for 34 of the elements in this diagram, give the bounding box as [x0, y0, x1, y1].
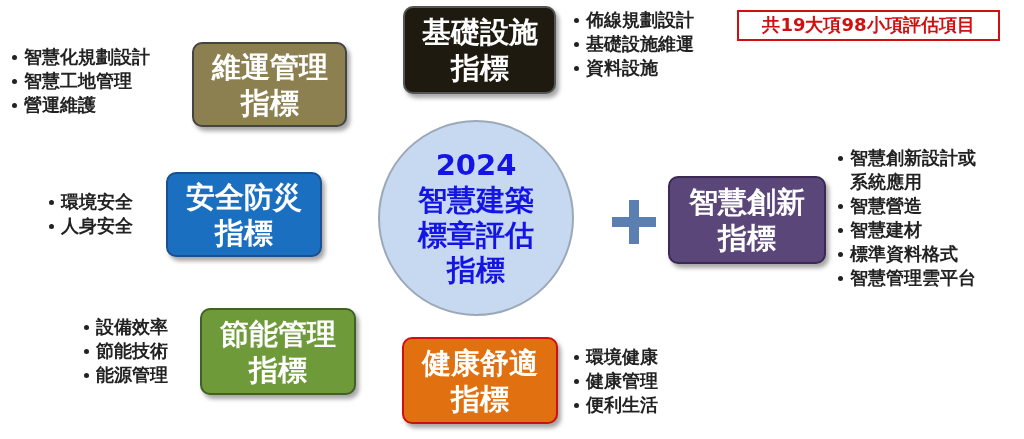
title-text: 智慧建築標章評估指標: [416, 183, 535, 288]
bullet-item: 標準資料格式: [850, 243, 958, 264]
category-title: 節能管理指標: [219, 315, 337, 388]
bullet-item: 佈線規劃設計: [586, 9, 694, 30]
bullet-item: 智慧建材: [850, 219, 922, 240]
bullet-item: 智慧營造: [850, 195, 922, 216]
bullet-item: 基礎設施維運: [586, 33, 694, 54]
bullet-item: 資料設施: [586, 57, 658, 78]
bullet-item: 人身安全: [61, 215, 133, 236]
bullet-item: 智慧創新設計或系統應用: [850, 147, 976, 192]
category-title: 基礎設施指標: [420, 14, 539, 86]
bullet-item: 設備效率: [96, 316, 168, 337]
category-title: 安全防災指標: [185, 178, 303, 251]
bullet-item: 智慧化規劃設計: [24, 46, 150, 67]
category-box: [200, 308, 356, 395]
category-title: 智慧創新指標: [688, 184, 806, 256]
category-title: 維運管理指標: [210, 48, 329, 121]
bullet-item: 節能技術: [96, 340, 168, 361]
bullet-item: 環境健康: [586, 346, 658, 367]
category-title: 健康舒適指標: [420, 344, 539, 417]
bullet-item: 能源管理: [96, 364, 168, 385]
category-box: [402, 337, 558, 424]
bullet-item: 便利生活: [586, 394, 658, 415]
category-box: [192, 42, 347, 127]
bullet-item: 智慧管理雲平台: [850, 267, 976, 288]
note-label: 共19大項98小項評估項目: [737, 10, 1000, 41]
bullet-item: 環境安全: [61, 191, 133, 212]
category-box: [668, 176, 826, 264]
bullet-item: 健康管理: [586, 370, 658, 391]
bullet-item: 營運維護: [24, 94, 96, 115]
bullet-item: 智慧工地管理: [24, 70, 132, 91]
category-box: [403, 6, 556, 94]
category-box: [166, 172, 322, 257]
year-text: 2024: [435, 148, 517, 183]
